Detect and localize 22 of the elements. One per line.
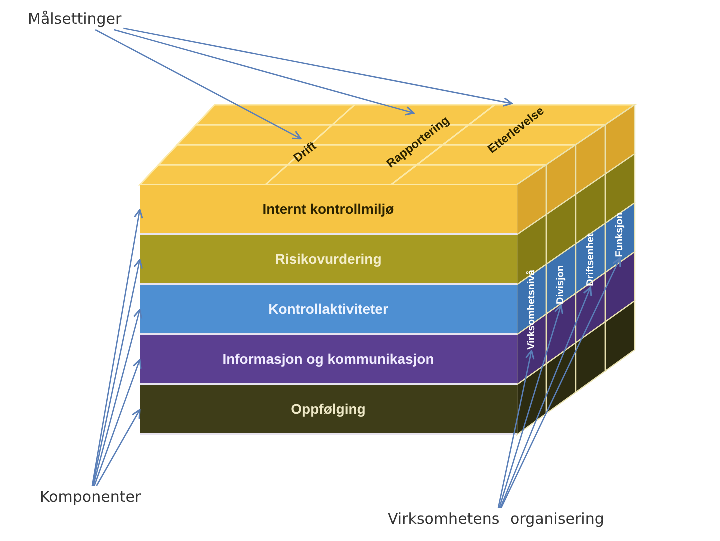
arrow (498, 304, 564, 508)
arrow (96, 409, 141, 486)
layer-band: Informasjon og kommunikasjon (140, 335, 517, 385)
column-label: Divisjon (556, 266, 567, 304)
arrow (124, 28, 513, 107)
arrow (498, 350, 535, 508)
layer-band: Kontrollaktiviteter (140, 285, 517, 335)
dimension-label: Virksomhetens organisering (388, 510, 604, 528)
arrow (94, 359, 142, 486)
dimension-label: Målsettinger (28, 10, 122, 28)
layer-band: Oppfølging (140, 385, 517, 435)
arrow (500, 257, 622, 508)
arrow (95, 29, 302, 140)
arrow (92, 309, 143, 486)
arrow (500, 286, 592, 508)
arrow (114, 29, 415, 116)
arrow (92, 209, 144, 486)
column-label: Virksomhetsnivå (526, 270, 538, 350)
layer-band: Internt kontrollmiljø (140, 185, 517, 235)
layer-band: Risikovurdering (140, 235, 517, 285)
dimension-label: Komponenter (40, 488, 142, 506)
arrow (92, 259, 144, 486)
